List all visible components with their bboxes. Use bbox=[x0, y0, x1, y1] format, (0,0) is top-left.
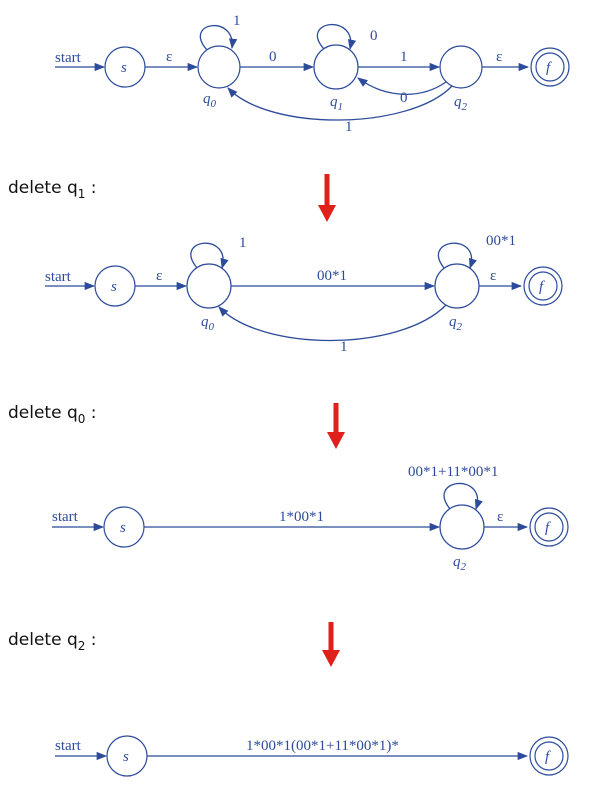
state-q0-name: q0 bbox=[203, 91, 217, 110]
diagram-q1-deleted: start s ε 1 q0 00*1 00*1 q2 1 ε f bbox=[45, 233, 563, 355]
edge-q2-q0-label: 1 bbox=[345, 119, 353, 135]
loop-q2-3 bbox=[443, 482, 483, 510]
down-arrow-1 bbox=[318, 174, 336, 222]
state-f-3-inner bbox=[534, 512, 564, 542]
step-delete-q1: delete q1 : bbox=[8, 178, 97, 201]
edge-q1-q2-label: 1 bbox=[400, 49, 408, 65]
state-f-2-inner bbox=[528, 271, 558, 301]
state-f-inner bbox=[535, 52, 565, 82]
loop-q2-2-label: 00*1 bbox=[486, 233, 516, 249]
state-q1 bbox=[313, 44, 359, 90]
loop-q0-2 bbox=[190, 242, 229, 270]
state-s-label: s bbox=[121, 60, 127, 76]
edge-q2-f-label: ε bbox=[496, 49, 502, 65]
state-s-3-label: s bbox=[120, 520, 126, 536]
loop-q0 bbox=[199, 25, 238, 51]
loop-q0-2-label: 1 bbox=[239, 235, 247, 251]
state-q2-2-name: q2 bbox=[449, 314, 463, 333]
diagram-final: start s 1*00*1(00*1+11*00*1)* f bbox=[55, 735, 569, 777]
edge-s-f-4-label: 1*00*1(00*1+11*00*1)* bbox=[246, 738, 399, 754]
state-q2-name: q2 bbox=[454, 94, 468, 113]
state-s-2-label: s bbox=[111, 279, 117, 295]
edge-s-q0-2-label: ε bbox=[156, 268, 162, 284]
edge-q2-q1-label: 0 bbox=[400, 90, 408, 106]
edge-q2-f-2-label: ε bbox=[490, 268, 496, 284]
edge-s-q0-label: ε bbox=[166, 49, 172, 65]
state-f-2-label: f bbox=[539, 279, 545, 295]
loop-q1 bbox=[316, 23, 357, 51]
start-label-4: start bbox=[55, 738, 82, 754]
edge-q2-q1 bbox=[357, 77, 447, 95]
state-f-label: f bbox=[546, 60, 552, 76]
loop-q2-2 bbox=[437, 242, 477, 269]
state-q2-2 bbox=[434, 263, 480, 309]
state-f-4-label: f bbox=[545, 749, 551, 765]
loop-q1-label: 0 bbox=[370, 28, 378, 44]
edge-q0-q1-label: 0 bbox=[269, 49, 277, 65]
start-label-2: start bbox=[45, 269, 72, 285]
state-f-3-label: f bbox=[545, 520, 551, 536]
edge-q2-q0-2-label: 1 bbox=[340, 339, 348, 355]
diagram-q0-deleted: start s 1*00*1 00*1+11*00*1 q2 ε f bbox=[52, 464, 569, 573]
state-s-4-label: s bbox=[123, 749, 129, 765]
edge-q2-f-3-label: ε bbox=[497, 509, 503, 525]
step-delete-q0: delete q0 : bbox=[8, 403, 97, 426]
loop-q0-label: 1 bbox=[233, 13, 241, 29]
edge-s-q2-3-label: 1*00*1 bbox=[279, 509, 324, 525]
down-arrow-3 bbox=[322, 622, 340, 667]
state-q2 bbox=[439, 45, 483, 89]
step-delete-q2: delete q2 : bbox=[8, 630, 97, 653]
state-q0-2 bbox=[186, 263, 232, 309]
state-q1-name: q1 bbox=[330, 94, 343, 113]
down-arrow-2 bbox=[327, 403, 345, 449]
state-q0 bbox=[197, 45, 241, 89]
edge-q2-q0 bbox=[227, 85, 453, 121]
diagram-original: start s ε 1 q0 0 0 q1 1 q2 0 1 ε f bbox=[55, 13, 570, 135]
state-f-4-inner bbox=[534, 741, 564, 771]
edge-q0-q2-2-label: 00*1 bbox=[317, 268, 347, 284]
start-label: start bbox=[55, 50, 82, 66]
loop-q2-3-label: 00*1+11*00*1 bbox=[408, 464, 498, 480]
start-label-3: start bbox=[52, 509, 79, 525]
state-q0-2-name: q0 bbox=[201, 314, 215, 333]
state-q2-3-name: q2 bbox=[453, 554, 467, 573]
edge-q2-q0-2 bbox=[218, 304, 447, 342]
state-q2-3 bbox=[439, 504, 485, 550]
